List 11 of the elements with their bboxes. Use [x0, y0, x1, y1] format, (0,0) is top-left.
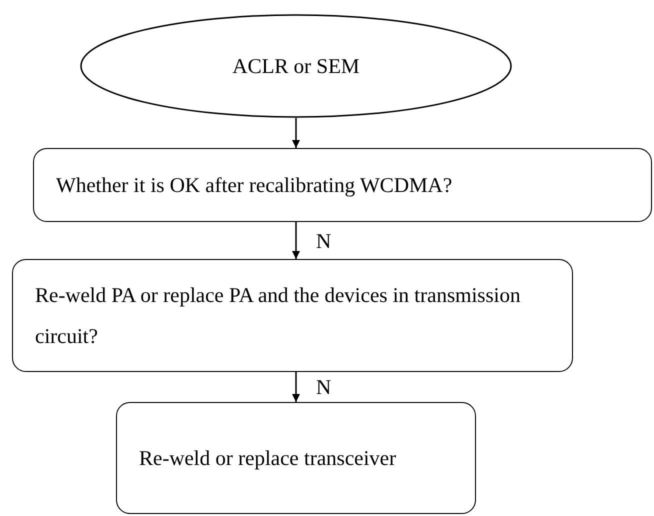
node-text: Whether it is OK after recalibrating WCDMA? [56, 172, 452, 199]
arrow [292, 222, 300, 259]
process-box [12, 259, 573, 372]
process-box [33, 148, 652, 222]
node-text: Re-weld PA or replace PA and the devices in transmission circuit? [35, 282, 522, 350]
process-box [116, 402, 476, 514]
node-text: ACLR or SEM [232, 52, 360, 80]
start-ellipse [80, 14, 512, 118]
arrow [292, 372, 300, 402]
arrow [292, 118, 300, 148]
node-text: Re-weld or replace transceiver [139, 444, 398, 472]
